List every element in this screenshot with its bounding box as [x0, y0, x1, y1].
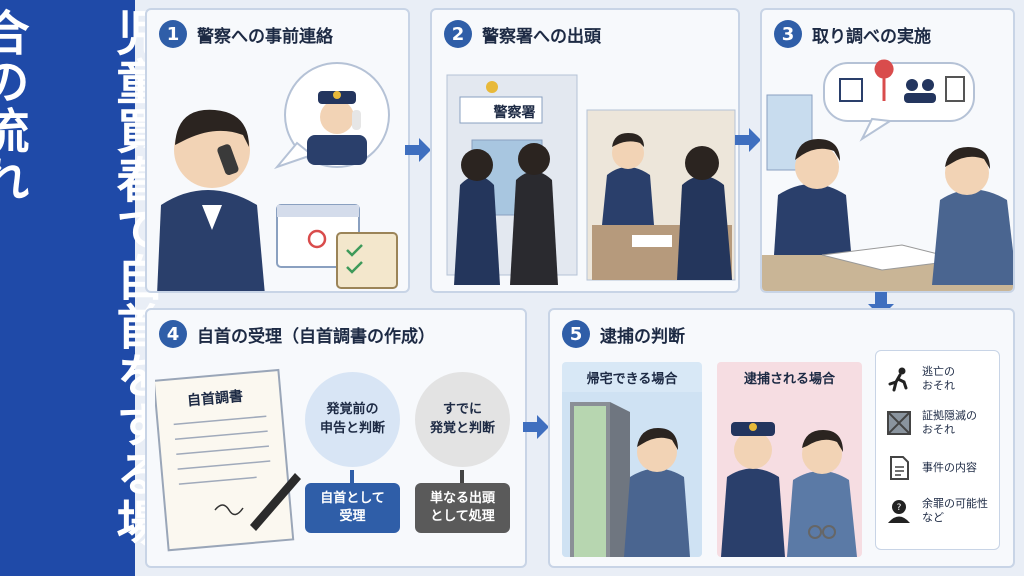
arrow-right-icon — [405, 138, 431, 162]
arrest-illustration — [721, 422, 857, 557]
step-number: 1 — [159, 20, 187, 48]
step-4-header: 4 自首の受理（自首調書の作成） — [159, 320, 435, 348]
step-2-header: 2 警察署への出頭 — [444, 20, 601, 48]
risk-line1: 逃亡の — [922, 365, 955, 378]
before-line1: 発覚前の — [326, 402, 379, 418]
step-title: 警察署への出頭 — [482, 26, 601, 47]
risk-line1: 証拠隠滅の — [922, 409, 977, 422]
police-station-illustration — [446, 74, 736, 285]
people-icon — [904, 79, 936, 103]
step-5-header: 5 逮捕の判断 — [562, 320, 685, 348]
step-number: 3 — [774, 20, 802, 48]
station-sign: 警察署 — [493, 105, 536, 121]
before-discovery-circle: 発覚前の 申告と判断 — [305, 372, 400, 467]
svg-text:?: ? — [897, 503, 902, 513]
go-home-case: 帰宅できる場合 — [562, 362, 702, 557]
risk-line1: 余罪の可能性 — [922, 497, 988, 510]
step-title: 警察への事前連絡 — [197, 26, 333, 47]
step-4-panel: 4 自首の受理（自首調書の作成） 自首調書 発覚前の 申告と判断 すでに 発覚と… — [145, 308, 527, 568]
plain-appearance-box: 単なる出頭 として処理 — [415, 483, 510, 533]
arrow-right-icon — [735, 128, 761, 152]
risk-item: 事件の内容 — [886, 455, 977, 481]
phone-call-illustration — [157, 62, 398, 291]
arrest-case: 逮捕される場合 — [717, 362, 862, 557]
step-number: 5 — [562, 320, 590, 348]
step-1-panel: 1 警察への事前連絡 — [145, 8, 410, 293]
arrow-down-icon — [868, 292, 894, 317]
plain-line2: として処理 — [430, 509, 495, 524]
document-icon — [945, 76, 965, 102]
accepted-as-surrender-box: 自首として 受理 — [305, 483, 400, 533]
risk-item: ? 余罪の可能性など — [886, 497, 988, 526]
accepted-line1: 自首として — [320, 490, 385, 506]
step-title: 自首の受理（自首調書の作成） — [197, 326, 435, 347]
step-number: 2 — [444, 20, 472, 48]
before-line2: 申告と判断 — [319, 420, 385, 436]
arrest-label: 逮捕される場合 — [743, 372, 835, 387]
risk-item: 証拠隠滅のおそれ — [886, 409, 977, 438]
already-discovered-circle: すでに 発覚と判断 — [415, 372, 510, 467]
after-line2: 発覚と判断 — [429, 420, 495, 436]
risk-item: 逃亡のおそれ — [886, 365, 955, 394]
risk-line2: おそれ — [922, 379, 955, 393]
evidence-box-icon — [887, 411, 911, 436]
step-title: 逮捕の判断 — [600, 326, 685, 347]
document-icon — [890, 456, 909, 480]
confession-document-illustration — [155, 368, 301, 552]
step-3-header: 3 取り調べの実施 — [774, 20, 931, 48]
step-3-panel: 3 取り調べの実施 — [760, 8, 1015, 293]
step-2-panel: 2 警察署への出頭 警察署 — [430, 8, 740, 293]
arrest-factors-box: 逃亡のおそれ 証拠隠滅のおそれ 事件の内容 ? 余罪の可能性など — [875, 350, 1000, 550]
leaving-door-illustration — [562, 392, 702, 557]
arrow-right-icon — [523, 415, 549, 439]
location-pin-icon — [874, 59, 894, 101]
step-number: 4 — [159, 320, 187, 348]
calendar-icon — [839, 78, 863, 102]
title-sidebar: 児童買春で自首をする場合の流れ — [0, 0, 164, 576]
step-1-header: 1 警察への事前連絡 — [159, 20, 333, 48]
accepted-line2: 受理 — [339, 509, 366, 524]
risk-line1: 事件の内容 — [922, 460, 977, 474]
question-person-icon: ? — [888, 500, 910, 524]
interrogation-illustration — [762, 59, 1013, 291]
page-title: 児童買春で自首をする場合の流れ — [0, 8, 164, 547]
risk-line2: など — [922, 511, 944, 525]
home-label: 帰宅できる場合 — [586, 372, 678, 387]
step-title: 取り調べの実施 — [812, 26, 931, 47]
after-line1: すでに — [442, 402, 483, 418]
plain-line1: 単なる出頭 — [429, 490, 495, 506]
running-person-icon — [888, 367, 908, 392]
risk-line2: おそれ — [922, 423, 955, 437]
